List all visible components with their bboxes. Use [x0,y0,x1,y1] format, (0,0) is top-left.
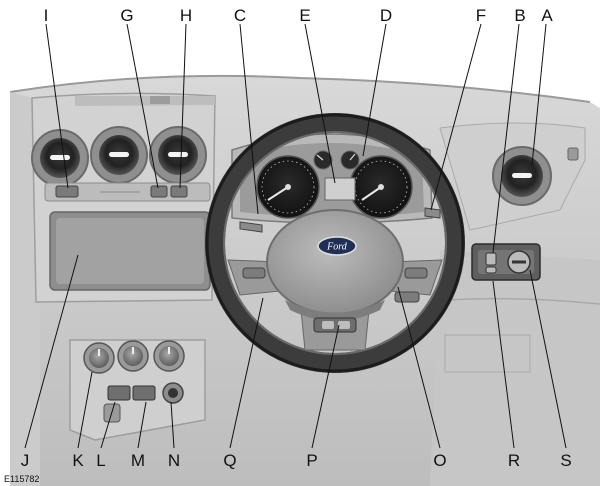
callout-g: G [120,6,133,25]
horn-button[interactable] [338,321,350,329]
callout-a: A [541,6,553,25]
air-vent-left-center[interactable] [90,126,148,184]
wheel-switch-right[interactable] [404,267,428,279]
storage-compartment[interactable] [49,211,211,291]
callout-p: P [306,451,317,470]
callout-f: F [476,6,486,25]
callout-l: L [96,451,105,470]
information-display [324,177,356,201]
callout-i: I [44,6,49,25]
callout-n: N [168,451,180,470]
heater-knob-right[interactable] [153,340,185,372]
console-button-left[interactable] [107,385,131,401]
air-vent-right-center[interactable] [149,126,207,184]
callout-k: K [72,451,84,470]
lighting-stalk[interactable] [239,221,263,233]
callout-r: R [508,451,520,470]
callout-labels: A B C D E F G H I J K L M N O P Q R S [21,6,572,470]
switch-left[interactable] [55,185,79,198]
switch-center[interactable] [150,185,168,198]
callout-m: M [131,451,145,470]
callout-o: O [433,451,446,470]
switch-strip [44,182,211,202]
image-code: E115782 [4,474,39,484]
callout-q: Q [223,451,236,470]
vent-clip [567,147,579,161]
fuel-gauge [313,150,333,170]
heater-knob-center[interactable] [117,340,149,372]
callout-b: B [514,6,525,25]
tachometer [349,155,413,219]
headlamp-leveling-switch[interactable] [485,252,497,266]
ignition-switch[interactable] [322,321,334,329]
dimmer-switch[interactable] [485,266,497,274]
air-vent-left-outer[interactable] [31,129,89,187]
lighting-control-knob[interactable] [507,250,531,274]
ford-logo-text: Ford [326,242,348,253]
console-button-right[interactable] [132,385,156,401]
callout-e: E [299,6,310,25]
switch-right[interactable] [170,185,188,198]
callout-s: S [560,451,571,470]
power-socket[interactable] [162,382,184,404]
callout-c: C [234,6,246,25]
ford-logo: Ford [317,236,357,256]
speedometer [256,155,320,219]
callout-d: D [380,6,392,25]
heater-knob-left[interactable] [83,342,115,374]
air-vent-side-right[interactable] [492,146,552,206]
leader-lines [24,23,567,449]
wiper-stalk[interactable] [424,207,441,219]
callout-j: J [21,451,30,470]
temperature-gauge [340,150,360,170]
wheel-switch-left[interactable] [242,267,266,279]
callout-h: H [180,6,192,25]
cruise-control-switch[interactable] [394,291,420,303]
